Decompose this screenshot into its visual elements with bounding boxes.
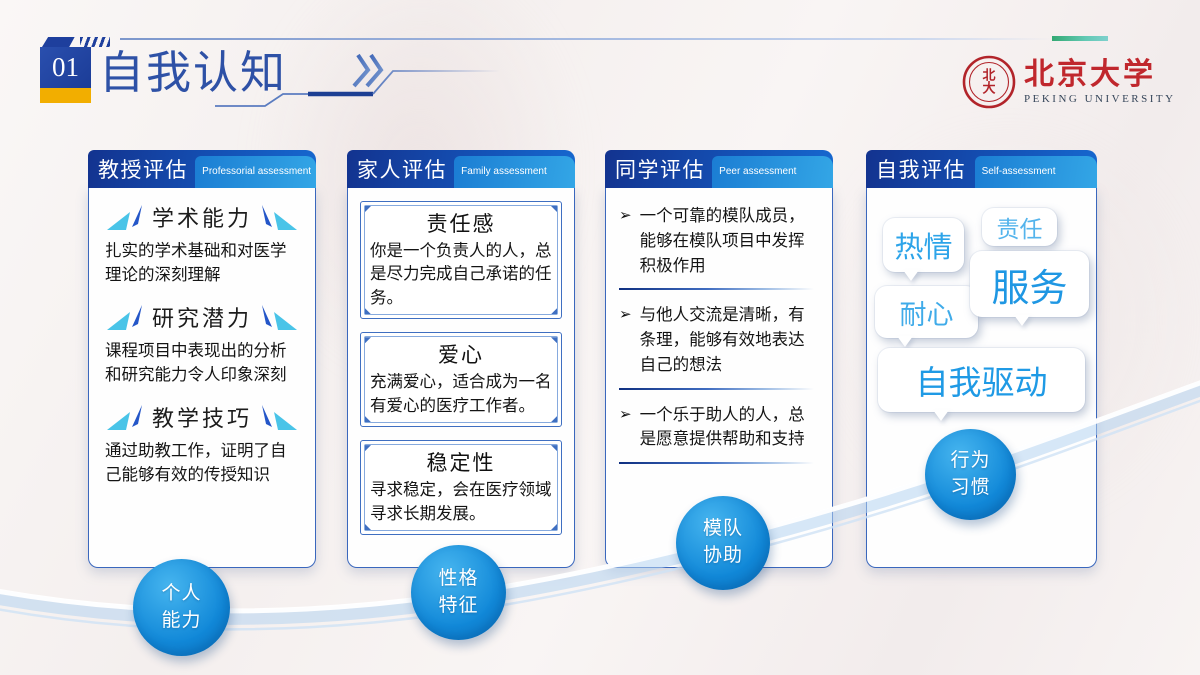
card-professor-assessment: 学术能力 扎实的学术基础和对医学理论的深刻理解 研究潜力 课程项目中表现出的分 [88,150,316,568]
bubble-tail [897,336,913,347]
card-subtitle-tab: Peer assessment [712,156,833,188]
tag-bubble: 服务 [970,251,1089,326]
arrow-bullet-icon: ➢ [619,306,632,324]
top-divider-line [120,38,1052,40]
circle-badge-personal-ability: 个人 能力 [133,559,230,656]
svg-text:大: 大 [982,81,995,96]
university-logo: 北 大 北京大学 PEKING UNIVERSITY [962,55,1176,109]
card-header: Professorial assessment 教授评估 [88,150,316,188]
bubble-tail [1014,315,1030,326]
list-item: ➢ 与他人交流是清晰，有条理，能够有效地表达自己的想法 [619,303,818,377]
card-body: 责任感 你是一个负责人的人，总是尽力完成自己承诺的任务。 爱心 充满爱心，适合成… [347,188,575,568]
item-heading-row: 研究潜力 [89,301,315,333]
ornate-box: 责任感 你是一个负责人的人，总是尽力完成自己承诺的任务。 [360,201,562,320]
box-heading: 责任感 [426,212,496,236]
item-heading: 教学技巧 [151,405,252,431]
card-title: 家人评估 [357,158,447,182]
item-heading: 学术能力 [151,206,252,231]
card-header: Family assessment 家人评估 [347,150,575,188]
item-heading: 研究潜力 [151,305,252,331]
bullet-list: ➢ 一个可靠的模队成员，能够在模队项目中发挥积极作用 ➢ 与他人交流是清晰，有条… [606,188,832,464]
tag-text: 服务 [991,267,1068,310]
section-number: 01 [52,52,79,82]
tag-text: 耐心 [899,299,954,330]
card-body: 学术能力 扎实的学术基础和对医学理论的深刻理解 研究潜力 课程项目中表现出的分 [88,188,316,568]
list-item: ➢ 一个可靠的模队成员，能够在模队项目中发挥积极作用 [619,204,818,278]
box-body: 你是一个负责人的人，总是尽力完成自己承诺的任务。 [370,242,552,307]
wing-icon [262,304,297,330]
bubble-tail [903,270,919,281]
green-accent-segment [1052,36,1108,41]
card-family-assessment: 责任感 你是一个负责人的人，总是尽力完成自己承诺的任务。 爱心 充满爱心，适合成… [347,150,575,568]
tag-bubble: 责任 [982,208,1057,246]
card-title: 同学评估 [615,158,705,182]
box-body: 充满爱心，适合成为一名有爱心的医疗工作者。 [370,373,552,415]
arrow-bullet-icon: ➢ [619,405,632,423]
wing-icon [262,205,297,230]
brand-text: 北京大学 PEKING UNIVERSITY [1024,59,1176,105]
box-heading: 爱心 [438,343,484,368]
divider-line [619,288,814,291]
pku-seal-icon: 北 大 [962,55,1016,109]
svg-text:北: 北 [982,68,995,83]
item-heading-row: 学术能力 [89,201,315,233]
wing-icon [106,304,142,330]
tag-bubble: 耐心 [875,286,978,347]
bullet-text: 一个可靠的模队成员，能够在模队项目中发挥积极作用 [639,207,805,275]
tag-bubble: 热情 [883,218,964,281]
tag-text: 热情 [894,232,953,264]
circle-badge-team-assist: 模队 协助 [676,496,770,590]
circuit-line-decor [215,70,500,107]
badge-trapezoid-decor [42,37,75,47]
tag-bubble: 自我驱动 [878,348,1085,421]
double-chevron-icon [352,53,384,88]
arrow-bullet-icon: ➢ [619,207,632,224]
item-description: 课程项目中表现出的分析和研究能力令人印象深刻 [105,341,287,384]
box-body: 寻求稳定，会在医疗领域寻求长期发展。 [370,481,552,523]
card-title: 自我评估 [876,158,966,182]
circle-badge-behavior-habits: 行为 习惯 [925,429,1016,520]
box-heading: 稳定性 [426,451,496,476]
bullet-text: 一个乐于助人的人，总是愿意提供帮助和支持 [639,405,805,449]
badge-stripes-decor [80,37,110,47]
brand-name-en: PEKING UNIVERSITY [1024,92,1176,105]
card-subtitle-tab: Professorial assessment [195,156,316,188]
tag-text: 责任 [996,216,1043,242]
card-header: Peer assessment 同学评估 [605,150,833,188]
section-number-yellow-bar [40,88,91,103]
ornate-box: 稳定性 寻求稳定，会在医疗领域寻求长期发展。 [360,440,562,535]
bubble-tail [933,410,949,421]
wing-icon [262,404,297,430]
card-title: 教授评估 [98,158,188,182]
card-subtitle-tab: Self-assessment [974,156,1097,188]
card-subtitle-tab: Family assessment [454,156,575,188]
wing-icon [106,404,142,430]
page-title: 自我认知 [99,48,288,98]
ornate-box: 爱心 充满爱心，适合成为一名有爱心的医疗工作者。 [360,332,562,428]
item-description: 通过助教工作，证明了自己能够有效的传授知识 [105,441,287,484]
bullet-text: 与他人交流是清晰，有条理，能够有效地表达自己的想法 [639,306,805,374]
wing-icon [106,205,142,230]
tag-text: 自我驱动 [915,364,1048,401]
divider-line [619,462,814,464]
item-heading-row: 教学技巧 [89,401,315,433]
divider-line [619,387,814,390]
card-header: Self-assessment 自我评估 [866,150,1097,188]
circle-badge-personality-traits: 性格 特征 [411,545,506,640]
list-item: ➢ 一个乐于助人的人，总是愿意提供帮助和支持 [619,403,818,453]
brand-name-cn: 北京大学 [1024,58,1156,92]
item-description: 扎实的学术基础和对医学理论的深刻理解 [105,242,287,284]
section-number-badge: 01 [40,47,91,88]
